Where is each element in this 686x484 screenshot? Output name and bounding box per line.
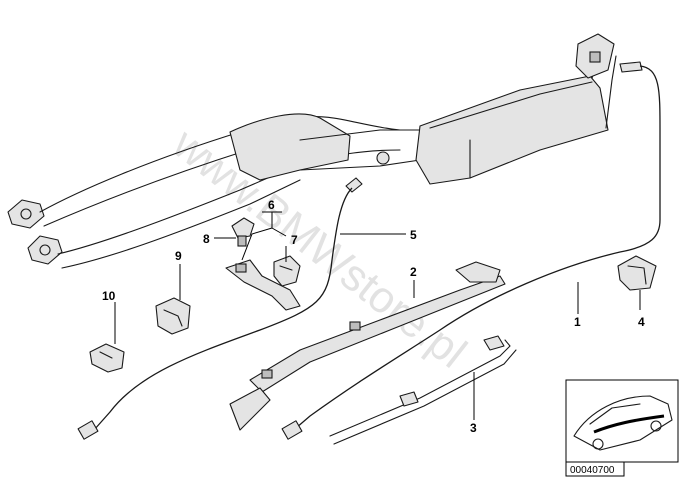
clip-7 xyxy=(273,255,301,287)
diagram-ref-code: 00040700 xyxy=(570,465,615,476)
screw-8 xyxy=(231,217,255,247)
callout-1: 1 xyxy=(574,315,581,329)
clip-9 xyxy=(155,297,191,335)
callout-2: 2 xyxy=(410,265,417,279)
clip-10 xyxy=(89,343,125,373)
vehicle-thumbnail xyxy=(565,379,679,463)
clip-4 xyxy=(617,255,657,291)
cable-holder-3 xyxy=(329,335,517,445)
oxygen-sensor-5 xyxy=(77,177,363,440)
callout-9: 9 xyxy=(175,249,182,263)
callout-4: 4 xyxy=(638,315,645,329)
oxygen-sensor-1 xyxy=(281,61,661,440)
callout-8: 8 xyxy=(203,232,210,246)
callout-3: 3 xyxy=(470,421,477,435)
callout-10: 10 xyxy=(102,289,116,303)
holder-6 xyxy=(225,259,301,311)
leader-lines xyxy=(114,211,641,420)
callout-7: 7 xyxy=(291,233,298,247)
bracket-2 xyxy=(229,261,506,431)
callout-6: 6 xyxy=(268,198,275,212)
callout-5: 5 xyxy=(410,228,417,242)
exhaust-pipe-assembly xyxy=(7,33,617,269)
